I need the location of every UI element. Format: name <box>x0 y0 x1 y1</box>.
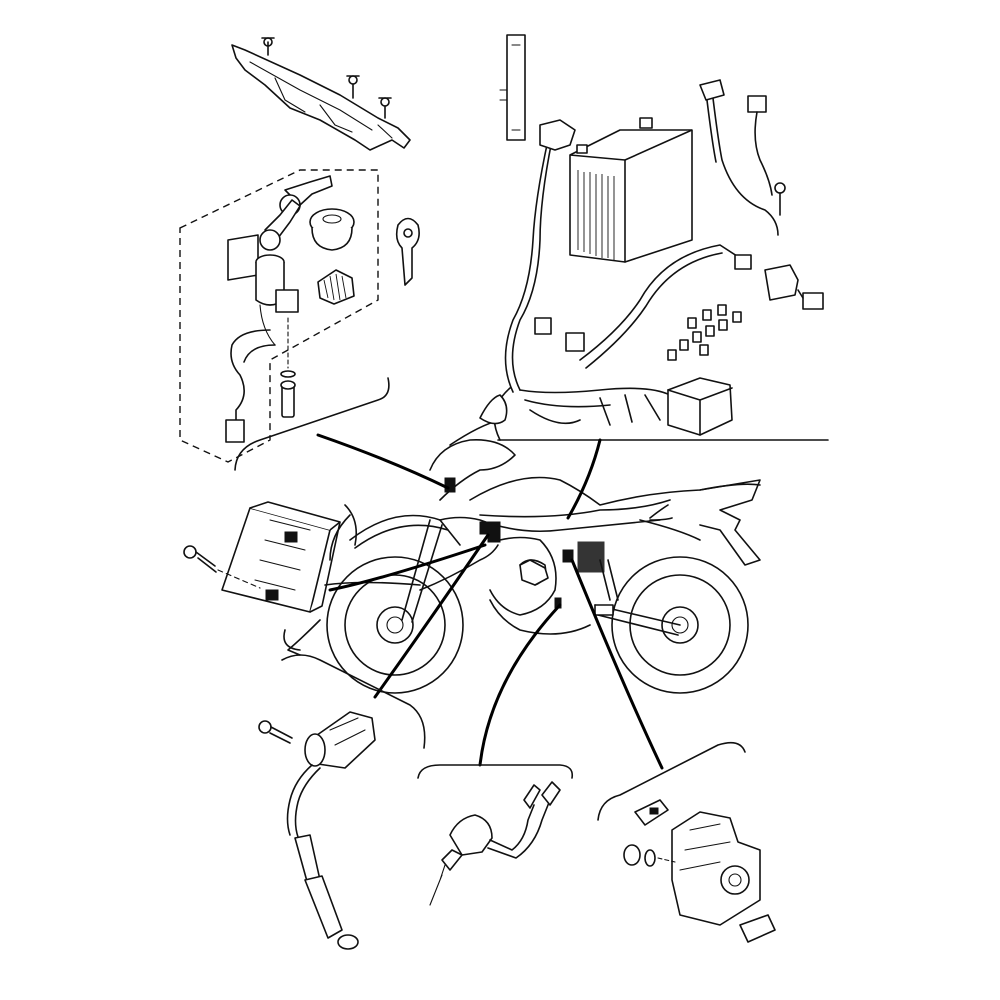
connector-icon <box>565 332 585 352</box>
switch-connector-icon <box>444 477 456 493</box>
fuse-icon <box>667 304 742 361</box>
fuse-icon <box>739 914 776 943</box>
fuel-cap-icon <box>309 208 355 251</box>
ignition-coil-group <box>258 711 376 950</box>
battery-box-icon <box>577 541 605 573</box>
sensor-icon <box>429 814 493 906</box>
connector-icon <box>734 254 752 270</box>
bolt-icon <box>258 720 293 744</box>
leader-lines <box>316 433 664 770</box>
rear-wheel-icon <box>611 556 749 694</box>
cdi-unit-group <box>183 501 421 656</box>
neutral-sensor-group <box>429 781 561 906</box>
bolt-icon <box>183 545 217 573</box>
spare-key-icon <box>395 217 420 286</box>
connector-icon <box>534 317 552 335</box>
fuse-icon <box>634 799 669 826</box>
headlight-bracket-group <box>231 37 411 151</box>
ignition-coil-icon <box>304 711 376 769</box>
fuse-box-icon <box>667 377 733 436</box>
battery-icon <box>569 117 693 263</box>
screw-icon <box>280 380 296 418</box>
terminal-icon <box>541 781 561 806</box>
bolt-icon <box>774 182 786 216</box>
callout-frames <box>234 377 746 821</box>
battery-band-icon <box>499 34 526 141</box>
battery-wiring-group <box>493 34 829 441</box>
spark-plug-cap-icon <box>294 834 359 950</box>
key-icon <box>259 199 301 251</box>
terminal-icon <box>523 784 541 809</box>
washer-icon <box>280 370 296 378</box>
starter-relay-icon <box>671 811 761 926</box>
bolt-icon <box>261 37 275 56</box>
terminal-icon <box>539 119 576 151</box>
ignition-switch-icon <box>227 234 299 346</box>
ignition-switch-group <box>179 169 420 463</box>
cdi-unit-icon <box>221 501 341 613</box>
connector-icon <box>747 95 767 113</box>
front-wheel-icon <box>326 556 464 694</box>
seat-lock-icon <box>317 269 355 305</box>
nut-icon <box>623 844 656 867</box>
relay-icon <box>764 264 824 310</box>
connector-icon <box>225 419 245 443</box>
starter-relay-group <box>623 799 776 943</box>
bolt-icon <box>346 75 360 99</box>
motorcycle-outline <box>326 394 761 694</box>
bolt-icon <box>378 97 392 119</box>
